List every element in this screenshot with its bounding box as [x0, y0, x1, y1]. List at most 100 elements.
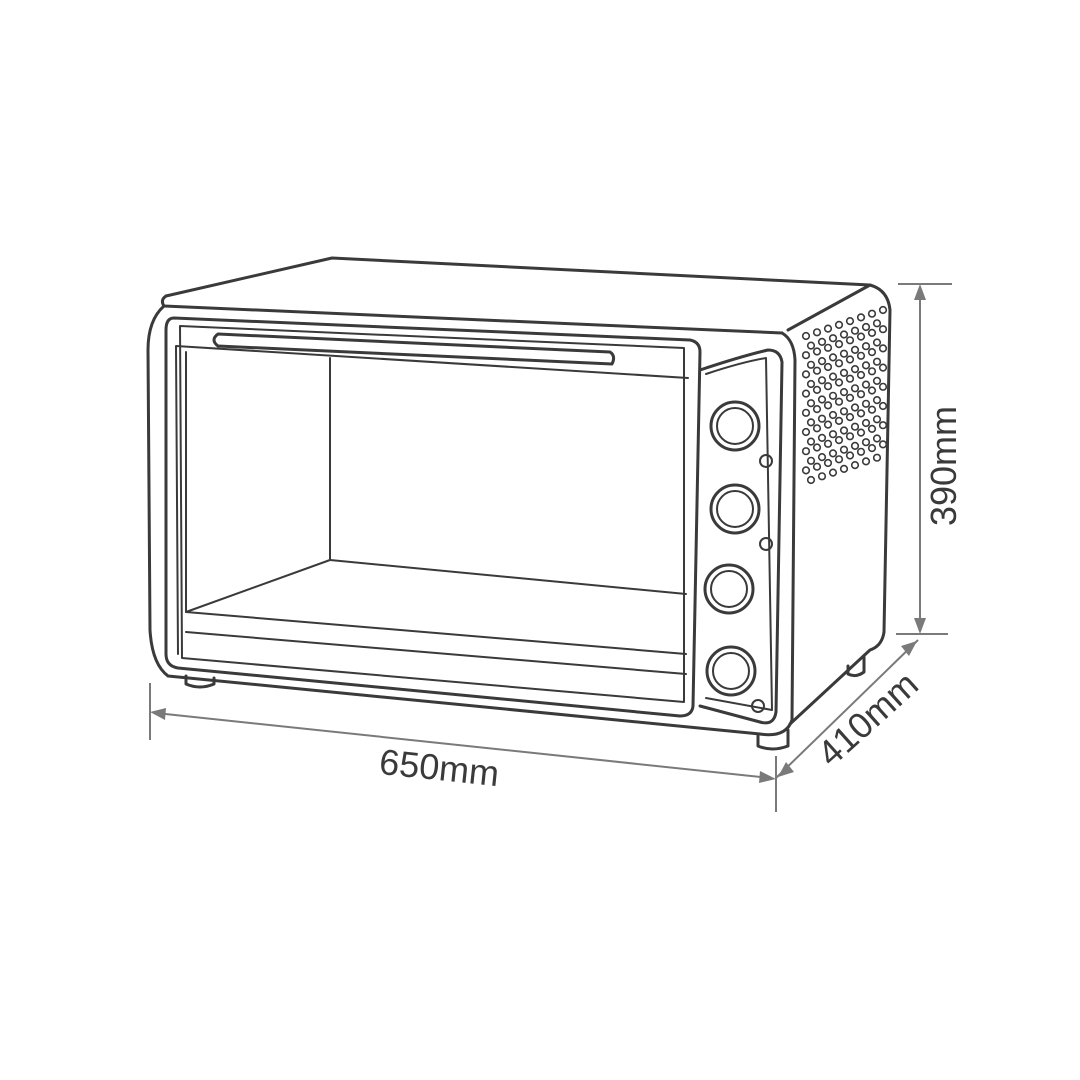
oven-foot-right-back — [846, 654, 866, 678]
vent-hole — [850, 365, 860, 374]
vent-hole — [823, 439, 833, 448]
oven-control-panel-inner — [705, 357, 773, 711]
vent-hole — [806, 379, 816, 389]
width-label: 650mm — [377, 741, 501, 794]
oven-interior-back-wall — [185, 351, 687, 613]
oven-foot-right-front — [756, 728, 790, 751]
vent-hole — [845, 432, 855, 441]
vent-hole — [839, 407, 849, 416]
vent-hole — [856, 409, 866, 418]
vent-hole — [872, 338, 882, 347]
vent-hole — [806, 360, 816, 369]
vent-hole — [878, 401, 888, 411]
vent-hole — [823, 343, 833, 352]
vent-hole — [872, 319, 882, 328]
vent-hole — [839, 464, 849, 474]
vent-hole — [839, 445, 849, 454]
vent-hole — [812, 328, 822, 337]
oven-foot-left — [184, 674, 216, 689]
vent-hole — [823, 362, 833, 372]
vent-hole — [834, 455, 844, 464]
vent-hole — [828, 391, 838, 400]
oven-control-panel — [698, 348, 784, 725]
knob-2-inner — [716, 490, 754, 528]
vent-hole — [812, 462, 822, 471]
vent-hole — [856, 370, 866, 380]
vent-hole — [845, 393, 855, 403]
vent-hole — [845, 355, 855, 364]
vent-hole — [856, 313, 866, 322]
vent-hole — [801, 351, 811, 360]
vent-hole — [861, 418, 871, 428]
vent-hole — [872, 434, 882, 443]
knob-2 — [709, 483, 761, 535]
vent-hole — [812, 424, 822, 433]
vent-hole — [817, 357, 827, 366]
vent-hole — [861, 399, 871, 408]
vent-hole — [872, 396, 882, 405]
vent-hole — [856, 390, 866, 399]
vent-hole — [801, 331, 811, 341]
oven-interior-floor — [185, 559, 687, 675]
vent-hole — [806, 399, 816, 408]
vent-hole — [828, 334, 838, 343]
vent-hole — [806, 437, 816, 446]
vent-hole — [839, 388, 849, 397]
vent-hole — [839, 349, 849, 358]
vent-hole — [828, 353, 838, 362]
dimension-height: 390mm — [896, 283, 964, 635]
vent-hole — [834, 320, 844, 330]
vent-hole — [850, 403, 860, 412]
vent-hole — [878, 382, 888, 391]
vent-hole — [828, 430, 838, 439]
vent-hole — [801, 447, 811, 456]
vent-hole — [801, 389, 811, 398]
vent-hole — [845, 336, 855, 345]
vent-hole — [806, 456, 816, 465]
knob-3-inner — [710, 570, 748, 608]
vent-hole — [834, 359, 844, 368]
vent-hole — [861, 438, 871, 447]
vent-hole — [867, 328, 877, 338]
vent-hole — [828, 372, 838, 381]
vent-hole — [817, 472, 827, 481]
vent-hole — [850, 384, 860, 393]
vent-hole — [878, 440, 888, 449]
oven-side-panel — [788, 283, 892, 726]
vent-hole — [867, 424, 877, 434]
vent-hole — [867, 386, 877, 395]
vent-hole — [806, 341, 816, 350]
vent-hole — [861, 361, 871, 370]
vent-hole — [856, 428, 866, 437]
oven-corner-edge — [780, 331, 797, 722]
vent-hole — [812, 385, 822, 395]
vent-hole — [817, 337, 827, 347]
vent-hole — [812, 405, 822, 414]
vent-hole — [845, 317, 855, 326]
height-label: 390mm — [923, 406, 964, 526]
vent-hole — [801, 427, 811, 437]
vent-hole — [817, 453, 827, 462]
vent-hole — [823, 401, 833, 410]
oven-window — [175, 345, 689, 655]
toaster-oven-drawing — [146, 256, 892, 751]
vent-hole — [834, 378, 844, 387]
vent-hole — [823, 382, 833, 391]
vent-hole — [834, 436, 844, 445]
vent-hole — [872, 453, 882, 462]
vent-hole — [856, 447, 866, 456]
oven-top-surface — [164, 256, 872, 332]
vent-hole — [823, 324, 833, 333]
vent-hole — [878, 421, 888, 430]
vent-hole — [839, 426, 849, 435]
vent-hole — [861, 457, 871, 466]
vent-hole — [850, 441, 860, 451]
vent-hole — [845, 451, 855, 460]
vent-hole — [817, 433, 827, 443]
vent-hole — [850, 461, 860, 470]
vent-hole — [801, 408, 811, 417]
dimension-depth: 410mm — [775, 639, 926, 779]
vent-hole — [850, 345, 860, 355]
vent-hole — [834, 340, 844, 349]
vent-hole — [867, 309, 877, 318]
